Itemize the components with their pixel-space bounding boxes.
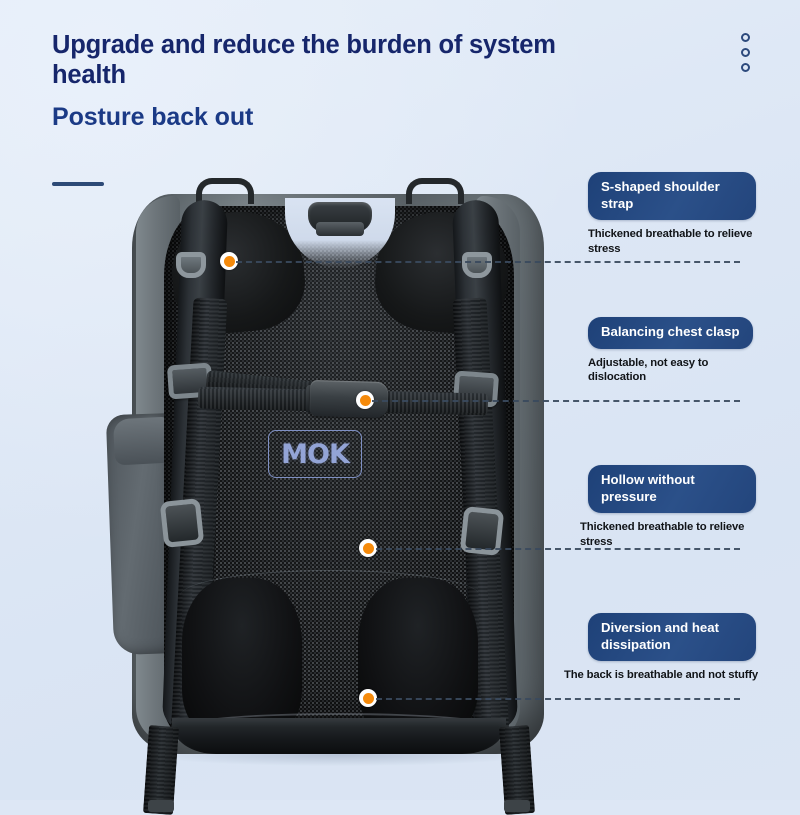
strap-tail-cap-right [504,800,530,812]
tri-glide-buckle-left [159,498,205,548]
lumbar-pad-right [358,578,478,738]
callout-shoulder-strap[interactable]: S-shaped shoulder strap Thickened breath… [588,172,764,257]
three-dots-icon[interactable] [741,33,750,72]
callout-hollow-pressure[interactable]: Hollow without pressure Thickened breath… [580,465,770,550]
leader-line-chest-clasp [372,400,740,402]
callout-description: Thickened breathable to relieve stress [580,521,745,548]
top-grab-handle-web [316,222,364,236]
strap-tail-cap-left [148,800,174,812]
dot-3 [741,63,750,72]
carry-loop-left [196,178,254,204]
brand-logo: MOK [268,430,362,478]
carry-loop-right [406,178,464,204]
d-ring-left [176,252,206,278]
product-image-backpack: MOK [105,178,570,815]
leader-line-heat-dissipation [376,698,740,700]
side-pocket-fold [112,416,172,466]
dot-1 [741,33,750,42]
callout-title: S-shaped shoulder strap [588,172,756,221]
callout-description: The back is breathable and not stuffy [564,669,759,682]
marker-core [362,692,374,704]
callout-description: Thickened breathable to relieve stress [588,228,753,255]
backpack-base [172,718,506,754]
marker-dot-chest-clasp[interactable] [356,391,374,409]
callout-description: Adjustable, not easy to dislocation [588,356,709,384]
accent-underline [52,182,104,186]
marker-dot-heat-dissipation[interactable] [359,689,377,707]
page-title: Upgrade and reduce the burden of system … [52,31,556,89]
marker-core [362,542,374,554]
lumbar-seam [180,570,480,596]
callout-title: Diversion and heat dissipation [588,613,756,662]
marker-dot-shoulder-strap[interactable] [220,252,238,270]
chest-buckle [309,379,389,419]
dot-2 [741,48,750,57]
callout-title: Balancing chest clasp [588,317,753,349]
d-ring-right [462,252,492,278]
callout-title: Hollow without pressure [588,465,756,514]
leader-line-hollow-pressure [376,548,740,550]
base-seam [180,713,498,727]
marker-core [223,255,235,267]
marker-dot-hollow-pressure[interactable] [359,539,377,557]
page-subtitle: Posture back out [52,103,254,131]
callout-chest-clasp[interactable]: Balancing chest clasp Adjustable, not ea… [588,317,764,385]
lumbar-pad-left [182,578,302,738]
callout-heat-dissipation[interactable]: Diversion and heat dissipation The back … [564,613,758,683]
leader-line-shoulder-strap [236,261,740,263]
header: Upgrade and reduce the burden of system … [0,0,800,186]
marker-core [359,394,371,406]
